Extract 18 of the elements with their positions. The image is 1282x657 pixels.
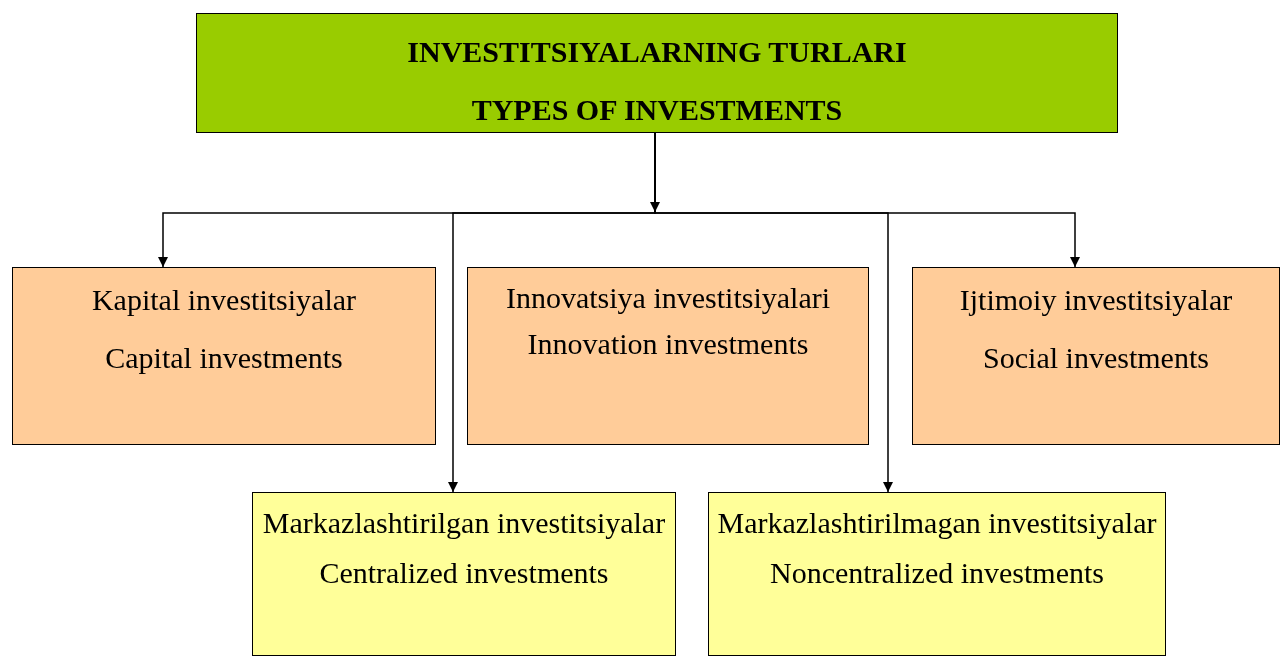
category-box	[12, 267, 436, 445]
heading-text: Kapital investitsiyalar	[91, 282, 357, 318]
heading-text: INVESTITSIYALARNING TURLARI	[407, 34, 907, 70]
subheading-text: TYPES OF INVESTMENTS	[471, 92, 843, 128]
category-box	[912, 267, 1280, 445]
heading-text: Ijtimoiy investitsiyalar	[959, 282, 1233, 318]
category-box	[467, 267, 869, 445]
subheading-text: Noncentralized investments	[769, 555, 1105, 591]
subheading-text: Social investments	[983, 340, 1209, 376]
subheading-text: Innovation investments	[527, 326, 809, 362]
subheading-text: Capital investments	[105, 340, 343, 376]
category-box	[252, 492, 676, 656]
heading-text: Innovatsiya investitsiyalari	[505, 280, 831, 316]
category-box	[708, 492, 1166, 656]
heading-text: Markazlashtirilmagan investitsiyalar	[717, 505, 1157, 541]
subheading-text: Centralized investments	[319, 555, 609, 591]
heading-text: Markazlashtirilgan investitsiyalar	[262, 505, 666, 541]
title-box	[196, 13, 1118, 133]
